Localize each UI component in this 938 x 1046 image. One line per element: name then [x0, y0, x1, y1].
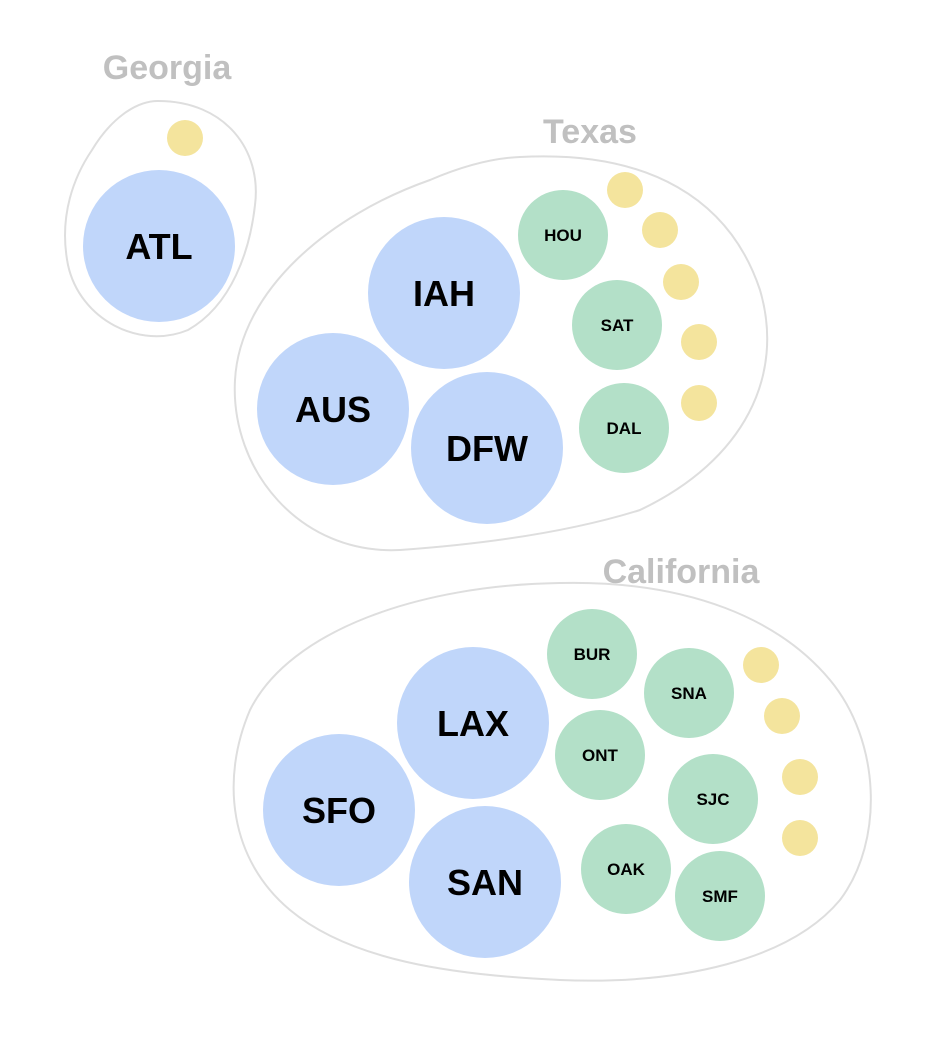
airport-node-iah[interactable]: [368, 217, 520, 369]
group-label-texas: Texas: [543, 113, 637, 151]
airport-label-dfw: DFW: [446, 428, 528, 469]
group-label-california: California: [603, 553, 761, 591]
small-airport-node[interactable]: [607, 172, 643, 208]
group-outline-georgia: [64, 99, 257, 338]
airport-node-sat[interactable]: [572, 280, 662, 370]
airport-node-sfo[interactable]: [263, 734, 415, 886]
small-airport-node[interactable]: [663, 264, 699, 300]
small-airport-node[interactable]: [782, 820, 818, 856]
airport-node-san[interactable]: [409, 806, 561, 958]
small-airport-node[interactable]: [743, 647, 779, 683]
airport-node-sna[interactable]: [644, 648, 734, 738]
airport-node-lax[interactable]: [397, 647, 549, 799]
airport-node-dfw[interactable]: [411, 372, 563, 524]
airport-node-hou[interactable]: [518, 190, 608, 280]
airport-label-aus: AUS: [295, 389, 371, 430]
airport-label-atl: ATL: [125, 226, 192, 267]
airport-node-atl[interactable]: [83, 170, 235, 322]
airport-node-oak[interactable]: [581, 824, 671, 914]
airport-node-sjc[interactable]: [668, 754, 758, 844]
airport-label-hou: HOU: [544, 226, 582, 245]
group-texas: Texas IAH AUS DFW HOU SAT DAL: [233, 113, 769, 552]
airport-node-bur[interactable]: [547, 609, 637, 699]
group-california: California LAX SFO SAN BUR SNA ONT SJC O…: [232, 553, 872, 982]
airport-label-sna: SNA: [671, 684, 707, 703]
airport-label-bur: BUR: [574, 645, 611, 664]
small-airport-node[interactable]: [642, 212, 678, 248]
group-georgia: Georgia ATL: [64, 49, 257, 338]
airport-label-lax: LAX: [437, 703, 509, 744]
airport-node-ont[interactable]: [555, 710, 645, 800]
airport-label-smf: SMF: [702, 887, 738, 906]
airport-label-ont: ONT: [582, 746, 619, 765]
airport-label-sat: SAT: [601, 316, 634, 335]
airport-node-dal[interactable]: [579, 383, 669, 473]
airport-node-smf[interactable]: [675, 851, 765, 941]
small-airport-node[interactable]: [681, 385, 717, 421]
airport-label-san: SAN: [447, 862, 523, 903]
group-outline-texas: [233, 155, 769, 552]
airport-label-sjc: SJC: [696, 790, 729, 809]
airport-node-aus[interactable]: [257, 333, 409, 485]
small-airport-node[interactable]: [681, 324, 717, 360]
group-label-georgia: Georgia: [103, 49, 233, 87]
airport-label-iah: IAH: [413, 273, 475, 314]
small-airport-node[interactable]: [782, 759, 818, 795]
small-airport-node[interactable]: [167, 120, 203, 156]
airport-label-sfo: SFO: [302, 790, 376, 831]
airport-label-oak: OAK: [607, 860, 646, 879]
small-airport-node[interactable]: [764, 698, 800, 734]
group-outline-california: [232, 581, 872, 982]
airport-label-dal: DAL: [607, 419, 642, 438]
